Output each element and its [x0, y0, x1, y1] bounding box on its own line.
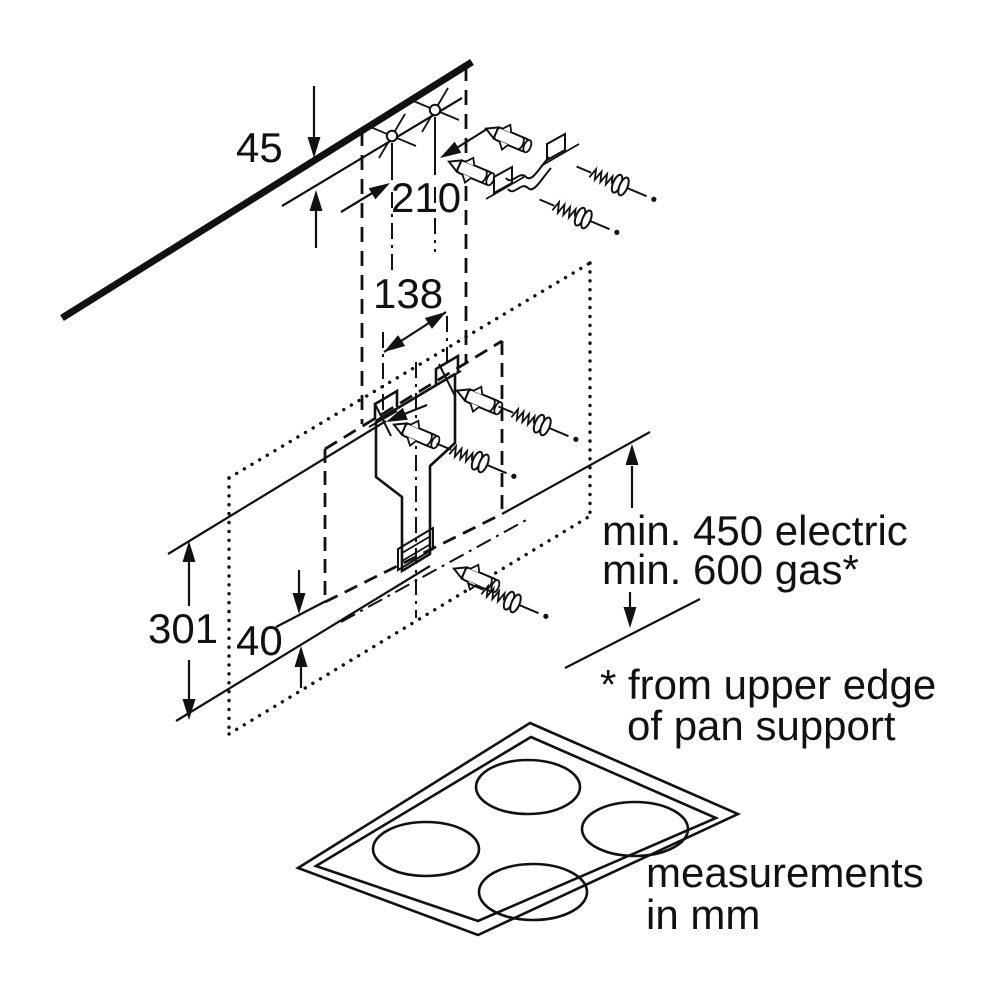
dimension-min-clearance: min. 450 electric min. 600 gas* [602, 444, 908, 628]
hood-dashed-outline [323, 339, 504, 604]
dim-40-label: 40 [236, 617, 283, 664]
footnote-line2: of pan support [627, 702, 896, 749]
dim-138-label: 138 [373, 270, 443, 317]
pan-support-reference-line [564, 598, 701, 669]
bracket-hole-cross [432, 363, 462, 397]
dim-210-label: 210 [391, 174, 461, 221]
units-note-line1: measurements [646, 849, 924, 896]
hood-lower-reference-line [501, 431, 651, 515]
wall-anchor-icon [447, 555, 505, 601]
mid-drill-line [167, 420, 387, 555]
drill-hole-icon [367, 113, 417, 159]
dimension-45: 45 [236, 86, 323, 248]
template-dotted-outline [227, 261, 592, 736]
burner-icon [580, 800, 690, 858]
cooktop-icon [295, 721, 742, 937]
chimney-bracket-icon [485, 132, 580, 200]
drill-hole-icon [410, 87, 460, 133]
bottom-drill-line [175, 565, 431, 722]
dimension-210: 210 [340, 128, 488, 221]
wall-anchor-icon [450, 377, 508, 423]
dim-45-label: 45 [236, 124, 283, 171]
bracket-hole-cross [368, 403, 398, 437]
screw-icon [534, 189, 624, 244]
screw-icon [571, 156, 661, 211]
burner-icon [474, 758, 582, 816]
wall-top-edge-line [60, 59, 474, 321]
wall-anchor-icon [479, 115, 537, 161]
footnote-line1: * from upper edge [600, 661, 936, 708]
screw-icon [493, 396, 583, 451]
screw-icon [431, 433, 521, 488]
hood-bottom-edge-ext [275, 600, 327, 628]
dimension-138: 138 [373, 270, 450, 411]
hood-front-bottom-edge [340, 518, 529, 623]
clearance-note-line2: min. 600 gas* [602, 546, 859, 593]
burner-icon [371, 820, 481, 878]
units-note-line2: in mm [646, 891, 760, 938]
dimension-40: 40 [236, 570, 308, 688]
anchor-pointer-line [401, 403, 428, 417]
dimension-301: 301 [148, 541, 218, 720]
dim-301-label: 301 [148, 605, 218, 652]
burner-icon [477, 862, 589, 922]
clearance-note-line1: min. 450 electric [602, 507, 908, 554]
